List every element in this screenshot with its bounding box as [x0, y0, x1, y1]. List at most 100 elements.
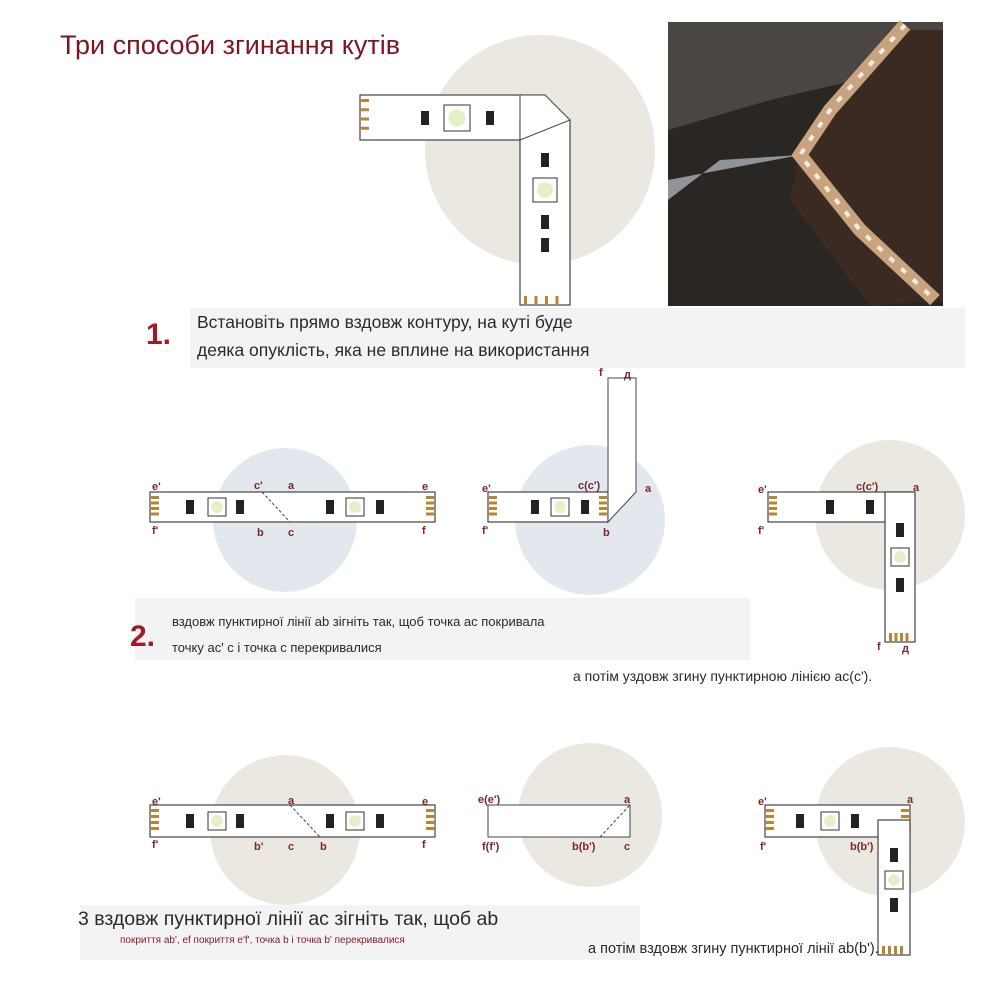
solder-pad: [361, 126, 369, 130]
solder-pad: [151, 496, 159, 499]
folded-strip: [487, 804, 631, 838]
label: c: [288, 841, 294, 853]
step-2-then: а потім уздовж згину пунктирною лінією a…: [573, 668, 873, 684]
label: a: [288, 480, 295, 492]
label: a: [913, 482, 920, 494]
label: a: [645, 483, 652, 495]
label: b: [257, 527, 264, 539]
led-strip: [149, 491, 436, 523]
led-lens: [894, 551, 906, 563]
solder-pad: [426, 821, 434, 824]
resistor: [421, 111, 429, 125]
resistor: [866, 500, 874, 514]
step-3-then: а потім вздовж згину пунктирної лінії ab…: [588, 941, 879, 957]
solder-pad: [151, 809, 159, 812]
led-strip: [884, 491, 916, 643]
led-lens: [349, 501, 361, 513]
label: f': [152, 525, 159, 537]
label: b: [320, 841, 327, 853]
solder-pad: [888, 946, 891, 954]
text-band: [135, 598, 750, 660]
solder-pad: [534, 296, 538, 304]
solder-pad: [599, 496, 607, 499]
led-lens: [448, 109, 466, 127]
solder-pad: [426, 501, 434, 505]
resistor: [890, 898, 898, 912]
label: c: [288, 527, 294, 539]
solder-pad: [426, 827, 434, 830]
resistor: [851, 814, 859, 828]
solder-pad: [769, 496, 777, 499]
solder-pad: [151, 827, 159, 830]
label: e: [422, 796, 428, 808]
label: e': [482, 483, 491, 495]
resistor: [796, 814, 804, 828]
resistor: [486, 111, 494, 125]
label: д: [902, 643, 909, 655]
solder-pad: [599, 507, 607, 510]
step-1-line-2: деяка опуклість, яка не вплине на викори…: [197, 340, 590, 360]
solder-pad: [151, 821, 159, 824]
solder-pad: [524, 296, 527, 304]
resistor: [376, 500, 384, 514]
strip-fold: [519, 94, 571, 141]
solder-pad: [151, 815, 159, 818]
solder-pad: [361, 99, 369, 102]
label: f': [758, 525, 765, 537]
label: f: [599, 367, 603, 379]
solder-pad: [426, 496, 434, 499]
solder-pad: [426, 512, 434, 516]
resistor: [236, 814, 244, 828]
solder-pad: [489, 512, 497, 516]
solder-pad: [766, 821, 774, 824]
step-3-sub: покриття ab', ef покриття e'f', точка b …: [120, 935, 405, 946]
solder-pad: [766, 815, 774, 818]
label: c(c'): [856, 481, 879, 493]
label: e: [422, 481, 428, 493]
solder-pad: [901, 809, 909, 812]
solder-pad: [894, 633, 898, 641]
solder-pad: [151, 507, 159, 510]
led-lens: [349, 815, 361, 827]
step-1-number: 1.: [146, 318, 172, 351]
solder-pad: [599, 501, 607, 505]
folded-strip: [607, 377, 637, 524]
step-2-number: 2.: [130, 620, 156, 653]
solder-pad: [901, 815, 909, 818]
led-strip: [359, 94, 546, 141]
solder-pad: [151, 501, 159, 505]
led-lens: [211, 815, 223, 827]
led-lens: [211, 501, 223, 513]
label: f': [482, 525, 489, 537]
label: e': [152, 481, 161, 493]
label: a: [907, 794, 914, 806]
solder-pad: [769, 507, 777, 510]
label: e': [758, 796, 767, 808]
led-strip: [149, 804, 436, 838]
label: д: [624, 369, 631, 381]
step-2-line-1: вздовж пунктирної лінії ab зігніть так, …: [172, 614, 545, 629]
solder-pad: [151, 512, 159, 516]
solder-pad: [489, 507, 497, 510]
photo-led-strip-corner: [668, 20, 943, 306]
solder-pad: [900, 946, 903, 954]
solder-pad: [766, 809, 774, 812]
label: b': [254, 841, 264, 853]
resistor: [236, 500, 244, 514]
resistor: [186, 500, 194, 514]
step-3-main: 3 вздовж пунктирної лінії ac зігніть так…: [78, 908, 499, 930]
solder-pad: [426, 815, 434, 818]
label: f: [422, 839, 426, 851]
resistor: [541, 238, 549, 252]
label: b: [603, 527, 610, 539]
step-1-line-1: Встановіть прямо вздовж контуру, на куті…: [197, 312, 573, 332]
resistor: [326, 814, 334, 828]
resistor: [890, 848, 898, 862]
led-strip: [519, 119, 571, 306]
fold-line: [261, 491, 291, 523]
led-lens: [537, 182, 553, 198]
solder-pad: [361, 108, 369, 112]
label: f(f'): [482, 841, 500, 853]
resistor: [581, 500, 589, 514]
